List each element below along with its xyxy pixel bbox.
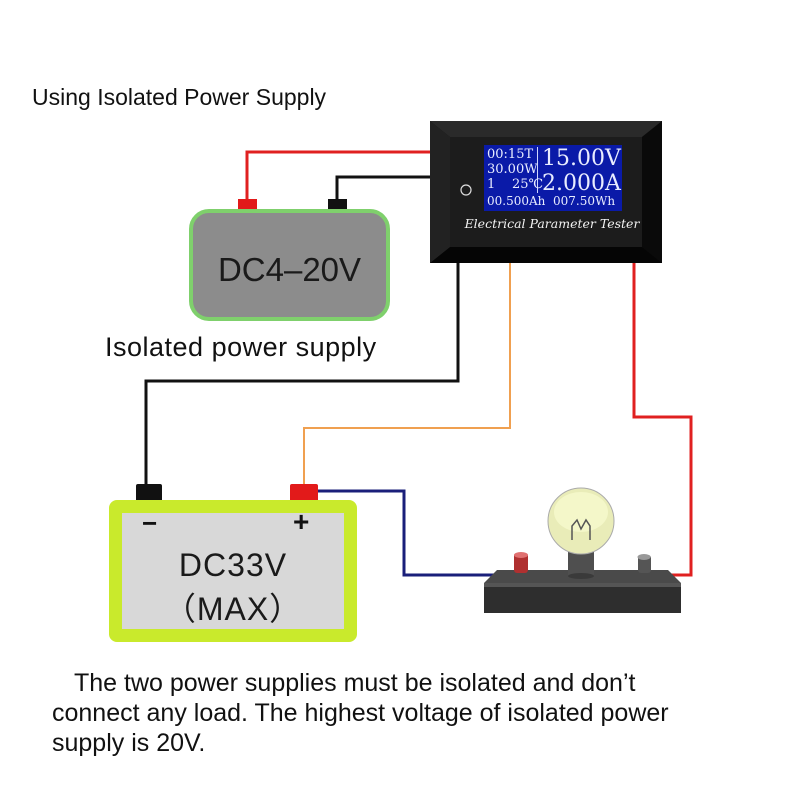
battery-minus-sign: − [142, 508, 158, 538]
footnote-line-2: connect any load. The highest voltage of… [52, 699, 669, 727]
light-bulb-icon [547, 487, 615, 579]
meter-current: 2.000A [542, 171, 621, 196]
isolated-supply-voltage: DC4–20V [217, 251, 362, 288]
wire-black-battery-minus [144, 262, 460, 487]
isolated-supply-caption: Isolated power supply [105, 332, 377, 362]
wire-orange-sense [303, 262, 511, 487]
meter-button [460, 184, 472, 196]
isolated-power-supply: DC4–20V [189, 209, 390, 321]
meter-voltage: 15.00V [542, 146, 621, 171]
meter-time: 00:15T [487, 147, 534, 162]
footnote: The two power supplies must be isolated … [52, 668, 772, 758]
meter-temperature: 25℃ [512, 177, 544, 192]
wire-red-supply [245, 150, 432, 205]
wire-black-supply [335, 175, 432, 205]
battery-plus-sign: + [293, 506, 310, 537]
battery-negative-terminal [136, 484, 162, 504]
meter-energy: 007.50Wh [553, 194, 616, 208]
battery-positive-terminal [290, 484, 318, 504]
meter-screen-divider [537, 147, 538, 193]
meter-group: 1 [487, 177, 496, 192]
wire-navy-load [318, 489, 510, 577]
footnote-line-3: supply is 20V. [52, 729, 206, 757]
battery: DC33V （MAX） [109, 500, 357, 642]
footnote-line-1: The two power supplies must be isolated … [74, 669, 636, 697]
battery-max: （MAX） [163, 591, 303, 627]
wire-red-load [632, 262, 693, 577]
diagram-heading: Using Isolated Power Supply [32, 84, 327, 110]
meter-capacity: 00.500Ah [487, 194, 546, 208]
terminal-block-icon [484, 552, 681, 613]
meter-name: Electrical Parameter Tester [464, 216, 640, 231]
battery-voltage: DC33V [178, 547, 288, 583]
meter-screen: 00:15T 30.00W 1 25℃ 00.500Ah 007.50Wh 15… [484, 145, 622, 211]
battery-label: DC33V （MAX） [122, 543, 344, 631]
meter-power: 30.00W [487, 162, 538, 177]
